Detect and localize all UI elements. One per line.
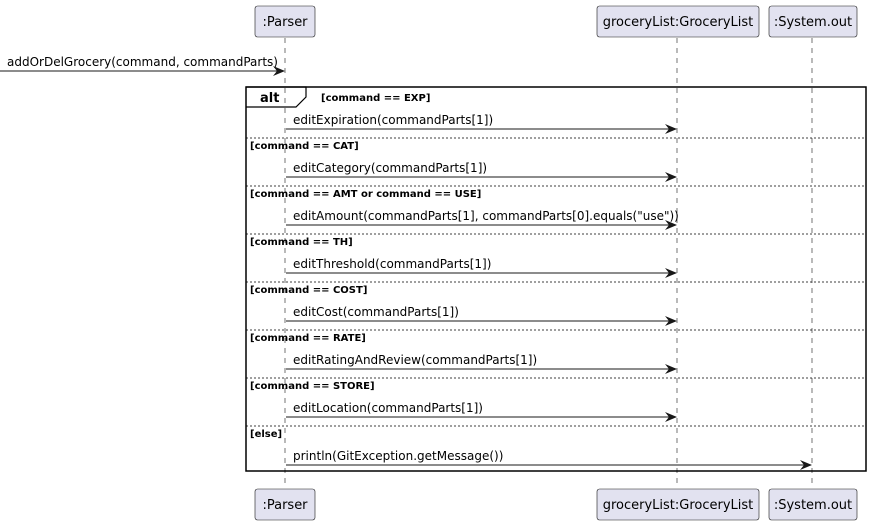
guard-label: [command == COST]: [250, 285, 367, 296]
alt-operand: [command == COST] editCost(commandParts[…: [246, 281, 866, 326]
alt-operand: [command == TH] editThreshold(commandPar…: [246, 233, 866, 278]
participant-grocery-list-label: groceryList:GroceryList: [603, 498, 754, 513]
guard-label: [command == RATE]: [250, 333, 366, 344]
alt-operands: [command == EXP] editExpiration(commandP…: [246, 93, 866, 470]
guard-label: [command == TH]: [250, 237, 353, 248]
guard-label: [command == CAT]: [250, 141, 359, 152]
message-label: editLocation(commandParts[1]): [293, 401, 483, 415]
guard-label: [command == STORE]: [250, 381, 375, 392]
message-label: println(GitException.getMessage()): [293, 449, 503, 463]
participant-system-out-top: :System.out: [768, 5, 858, 38]
participant-system-out-label: :System.out: [774, 15, 852, 30]
alt-fragment: alt: [245, 86, 867, 472]
participant-system-out-label: :System.out: [774, 498, 852, 513]
participant-grocery-list-label: groceryList:GroceryList: [603, 15, 754, 30]
entry-message: addOrDelGrocery(command, commandParts): [0, 55, 285, 76]
participant-parser-top: :Parser: [254, 5, 316, 38]
alt-operand: [command == AMT or command == USE] editA…: [246, 185, 866, 230]
alt-operand: [command == STORE] editLocation(commandP…: [246, 377, 866, 422]
participant-parser-bottom: :Parser: [254, 488, 316, 521]
participant-grocery-list-bottom: groceryList:GroceryList: [596, 488, 760, 521]
message-label: editAmount(commandParts[1], commandParts…: [293, 209, 679, 223]
alt-operand: [command == RATE] editRatingAndReview(co…: [246, 329, 866, 374]
participant-system-out-bottom: :System.out: [768, 488, 858, 521]
participant-grocery-list-top: groceryList:GroceryList: [596, 5, 760, 38]
message-label: editCategory(commandParts[1]): [293, 161, 487, 175]
alt-fragment-frame: [245, 86, 867, 472]
entry-message-label: addOrDelGrocery(command, commandParts): [7, 55, 278, 69]
alt-operand: [command == EXP] editExpiration(commandP…: [286, 93, 677, 134]
message-label: editRatingAndReview(commandParts[1]): [293, 353, 537, 367]
participant-parser-label: :Parser: [262, 498, 308, 513]
alt-operand: [command == CAT] editCategory(commandPar…: [246, 137, 866, 182]
guard-label: [command == AMT or command == USE]: [250, 189, 481, 200]
alt-operand: [else] println(GitException.getMessage()…: [246, 425, 866, 470]
participant-parser-label: :Parser: [262, 15, 308, 30]
guard-label: [command == EXP]: [321, 93, 430, 104]
guard-label: [else]: [250, 429, 282, 440]
message-label: editExpiration(commandParts[1]): [293, 113, 493, 127]
lifelines: [284, 38, 813, 488]
message-label: editThreshold(commandParts[1]): [293, 257, 491, 271]
message-label: editCost(commandParts[1]): [293, 305, 459, 319]
alt-operator-label: alt: [260, 91, 279, 106]
alt-operator-tab: [246, 86, 307, 108]
